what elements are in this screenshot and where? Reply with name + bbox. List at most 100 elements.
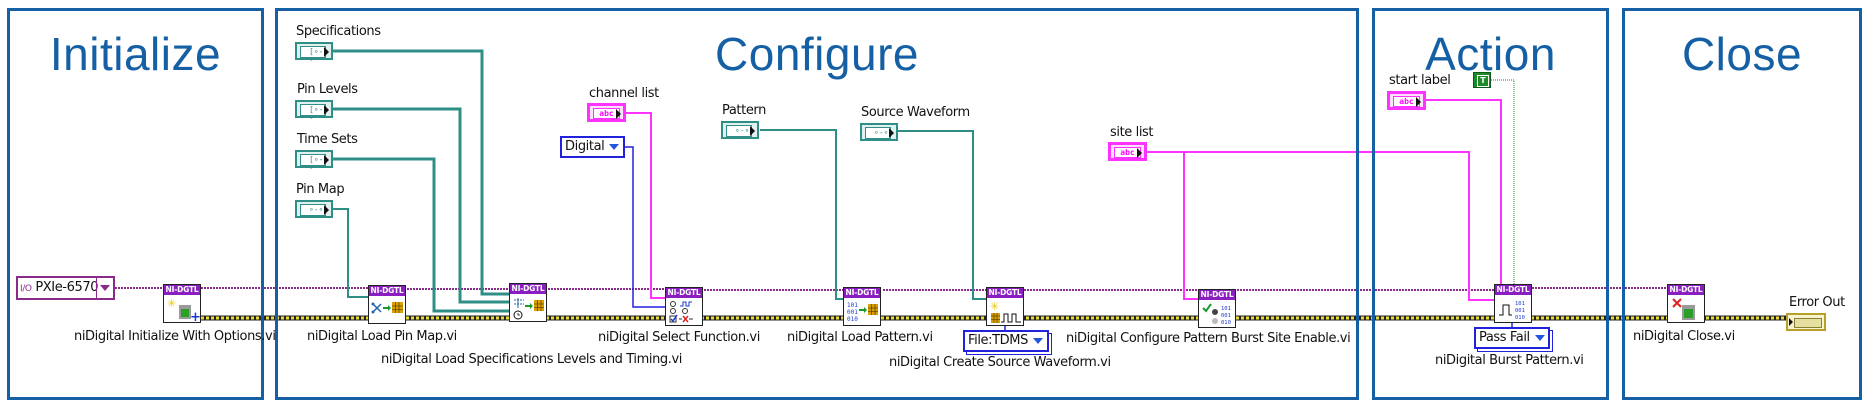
- node-label-configure-pattern-burst-site-enable: niDigital Configure Pattern Burst Site E…: [1066, 331, 1351, 346]
- terminal-arrow-icon: [1789, 318, 1793, 326]
- node-load-pin-map[interactable]: NI-DGTL: [368, 285, 406, 324]
- specifications-wire: [333, 49, 509, 296]
- frame-title-action: Action: [1425, 28, 1556, 80]
- svg-text:✳: ✳: [990, 300, 999, 313]
- frame-action: Action: [1372, 8, 1609, 400]
- dropdown-arrow-icon[interactable]: [609, 143, 620, 150]
- true-constant[interactable]: T: [1473, 72, 1491, 88]
- node-label-select-function: niDigital Select Function.vi: [598, 330, 760, 345]
- data-mapping-enum-value: File:TDMS: [968, 333, 1028, 348]
- string-wires: [626, 99, 1502, 301]
- time-sets-label: Time Sets: [297, 132, 358, 147]
- frame-title-close: Close: [1681, 28, 1803, 80]
- path-icon: [∘-∘: [309, 47, 324, 64]
- svg-text:010: 010: [1221, 320, 1231, 326]
- terminal-arrow-icon: [324, 47, 329, 57]
- function-enum-wire: [625, 146, 665, 308]
- site-list-control[interactable]: abc: [1108, 142, 1147, 161]
- source-waveform-wire: [897, 130, 986, 300]
- svg-text:101: 101: [1221, 306, 1231, 312]
- dropdown-arrow-icon[interactable]: [1032, 337, 1043, 344]
- node-header: NI-DGTL: [1668, 285, 1704, 295]
- svg-text:✳: ✳: [167, 297, 176, 310]
- source-waveform-path-control[interactable]: ∘-∘: [860, 123, 898, 141]
- path-icon: [∘-∘: [309, 155, 324, 172]
- select-function-icon: [668, 300, 700, 323]
- svg-text:101: 101: [1515, 301, 1525, 307]
- channel-list-label: channel list: [589, 86, 659, 101]
- frame-title-initialize: Initialize: [49, 28, 222, 80]
- node-header: NI-DGTL: [666, 288, 702, 298]
- close-icon: [1670, 297, 1702, 320]
- frame-configure: Configure: [275, 8, 1359, 400]
- node-label-burst-pattern: niDigital Burst Pattern.vi: [1435, 353, 1584, 368]
- node-header: NI-DGTL: [164, 285, 200, 295]
- start-label-wire: [1425, 99, 1502, 284]
- burst-mode-enum-constant[interactable]: Pass Fail: [1474, 327, 1550, 349]
- svg-text:001: 001: [1221, 313, 1231, 319]
- node-load-specifications-levels-timing[interactable]: NI-DGTL: [509, 283, 547, 322]
- path-icon: ∘-∘: [309, 205, 324, 214]
- terminal-arrow-icon: [324, 105, 329, 115]
- channel-list-control[interactable]: abc: [587, 103, 626, 122]
- function-enum-control[interactable]: Digital: [560, 136, 625, 158]
- true-constant-value: T: [1477, 75, 1489, 87]
- svg-text:001: 001: [1515, 308, 1525, 314]
- path-icon: [∘-∘: [309, 105, 324, 122]
- terminal-arrow-icon: [324, 155, 329, 165]
- node-close[interactable]: NI-DGTL: [1667, 284, 1705, 323]
- time-sets-wire: [333, 157, 509, 313]
- function-enum-value: Digital: [565, 139, 605, 154]
- site-list-label: site list: [1110, 125, 1154, 140]
- time-sets-path-control[interactable]: [∘-∘: [295, 150, 333, 172]
- error-out-indicator[interactable]: [1786, 313, 1826, 331]
- node-header: NI-DGTL: [1199, 290, 1235, 300]
- site-list-wire: [1147, 151, 1198, 300]
- resource-name-control[interactable]: I/O PXIe-6570: [16, 276, 115, 300]
- pattern-path-control[interactable]: ∘-∘: [721, 121, 759, 139]
- pattern-wire: [760, 129, 843, 300]
- pin-levels-wire: [333, 107, 509, 304]
- svg-text:010: 010: [847, 316, 858, 323]
- specifications-path-control[interactable]: [∘-∘: [295, 42, 333, 64]
- node-label-close: niDigital Close.vi: [1633, 329, 1735, 344]
- pin-levels-label: Pin Levels: [297, 82, 358, 97]
- path-icon: ∘-∘: [735, 126, 750, 135]
- path-wires: [333, 49, 986, 313]
- node-label-load-pin-map: niDigital Load Pin Map.vi: [307, 329, 457, 344]
- node-initialize-with-options[interactable]: NI-DGTL ✳ +: [163, 284, 201, 325]
- node-header: NI-DGTL: [844, 288, 880, 298]
- site-list-branch-wire: [1184, 151, 1494, 301]
- pin-map-path-control[interactable]: ∘-∘: [295, 200, 333, 218]
- burst-mode-enum-value: Pass Fail: [1479, 330, 1530, 345]
- node-create-source-waveform[interactable]: NI-DGTL ✳: [986, 287, 1024, 326]
- error-out-label: Error Out: [1789, 295, 1845, 310]
- dropdown-arrow-icon[interactable]: [96, 278, 113, 298]
- frame-title-configure: Configure: [715, 28, 919, 80]
- svg-text:010: 010: [1515, 315, 1525, 321]
- dropdown-arrow-icon[interactable]: [1534, 334, 1545, 341]
- start-label-control[interactable]: abc: [1387, 91, 1426, 110]
- data-mapping-enum-constant[interactable]: File:TDMS: [963, 330, 1049, 352]
- channel-list-wire: [626, 112, 665, 299]
- pattern-label: Pattern: [722, 103, 766, 118]
- terminal-arrow-icon: [324, 205, 329, 215]
- node-label-load-pattern: niDigital Load Pattern.vi: [787, 330, 933, 345]
- terminal-arrow-icon: [889, 128, 894, 138]
- terminal-arrow-icon: [750, 126, 755, 136]
- frame-initialize: Initialize: [7, 8, 264, 400]
- terminal-arrow-icon: [616, 109, 621, 119]
- terminal-arrow-icon: [1137, 148, 1142, 158]
- load-pin-map-icon: [371, 298, 403, 321]
- pin-map-label: Pin Map: [296, 182, 345, 197]
- svg-text:+: +: [190, 310, 200, 323]
- io-icon: I/O: [20, 284, 32, 294]
- pin-levels-path-control[interactable]: [∘-∘: [295, 100, 333, 122]
- specifications-label: Specifications: [296, 24, 381, 39]
- node-select-function[interactable]: NI-DGTL: [665, 287, 703, 326]
